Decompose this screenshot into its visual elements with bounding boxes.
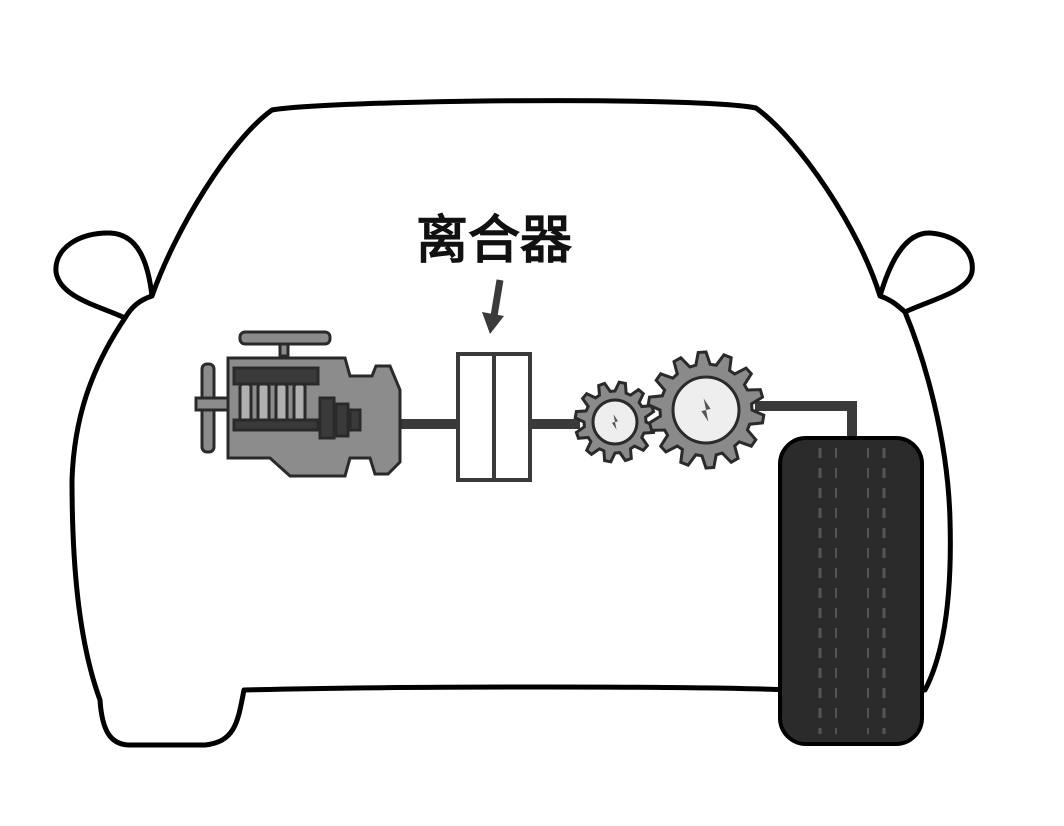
tire-icon xyxy=(778,436,924,746)
gearbox-to-wheel-shaft xyxy=(755,401,857,440)
drive-shafts xyxy=(398,401,857,440)
clutch-to-gearbox-shaft xyxy=(528,419,580,429)
engine-to-clutch-shaft xyxy=(398,419,460,429)
gear-hub xyxy=(671,375,741,445)
pointer-arrow-icon xyxy=(482,279,504,334)
lightning-icon xyxy=(701,398,711,422)
clutch-icon xyxy=(456,352,532,482)
lightning-icon xyxy=(611,414,619,430)
gear-hub xyxy=(591,398,639,446)
clutch-label: 离合器 xyxy=(416,211,573,271)
engine-icon xyxy=(194,330,402,478)
small-gear-icon xyxy=(573,380,657,464)
large-gear-icon xyxy=(646,350,766,470)
